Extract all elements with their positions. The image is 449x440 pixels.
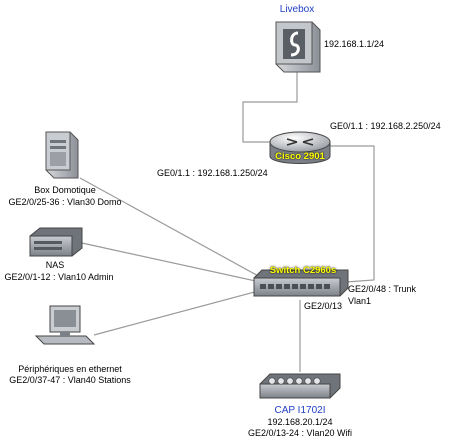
cap-port: GE2/0/13-24 : Vlan20 Wifi: [247, 428, 353, 438]
link-livebox-router: [242, 72, 298, 143]
switch-trunk-vlan: Vlan1: [348, 296, 372, 306]
link-peripherals-switch: [93, 289, 263, 336]
nas-label: NAS: [45, 260, 65, 270]
nas-port: GE2/0/1-12 : Vlan10 Admin: [4, 272, 114, 282]
box-label: Box Domotique: [34, 185, 96, 195]
switch-icon: [253, 269, 349, 297]
router-ge01: GE0/1.1 : 192.168.1.250/24: [157, 168, 268, 178]
cap-label: CAP I1702I: [274, 405, 326, 416]
nas-icon: [29, 227, 83, 257]
peripherals-port: GE2/0/37-47 : Vlan40 Stations: [9, 375, 131, 385]
box-port: GE2/0/25-36 : Vlan30 Domo: [8, 197, 122, 207]
connections: [79, 72, 375, 372]
link-nas-switch: [81, 242, 261, 283]
computer-icon: [34, 305, 96, 345]
router-icon: [269, 131, 331, 164]
router-ge011: GE0/1.1 : 192.168.2.250/24: [330, 121, 441, 131]
link-box-switch: [79, 177, 263, 279]
router-label: Cisco 2901: [275, 151, 325, 162]
server-icon: [45, 131, 79, 179]
switch-port13: GE2/0/13: [304, 301, 343, 311]
switch-label: Switch C2960s: [269, 265, 337, 276]
livebox-label: Livebox: [279, 4, 315, 15]
access-point-icon: [259, 373, 341, 399]
switch-trunk-port: GE2/0/48 : Trunk: [348, 284, 417, 294]
modem-icon: [275, 21, 321, 73]
link-router-switch-trunk: [320, 145, 375, 283]
livebox-ip: 192.168.1.1/24: [324, 39, 385, 49]
peripherals-label: Périphériques en ethernet: [18, 364, 122, 374]
cap-ip: 192.168.20.1/24: [267, 417, 333, 427]
